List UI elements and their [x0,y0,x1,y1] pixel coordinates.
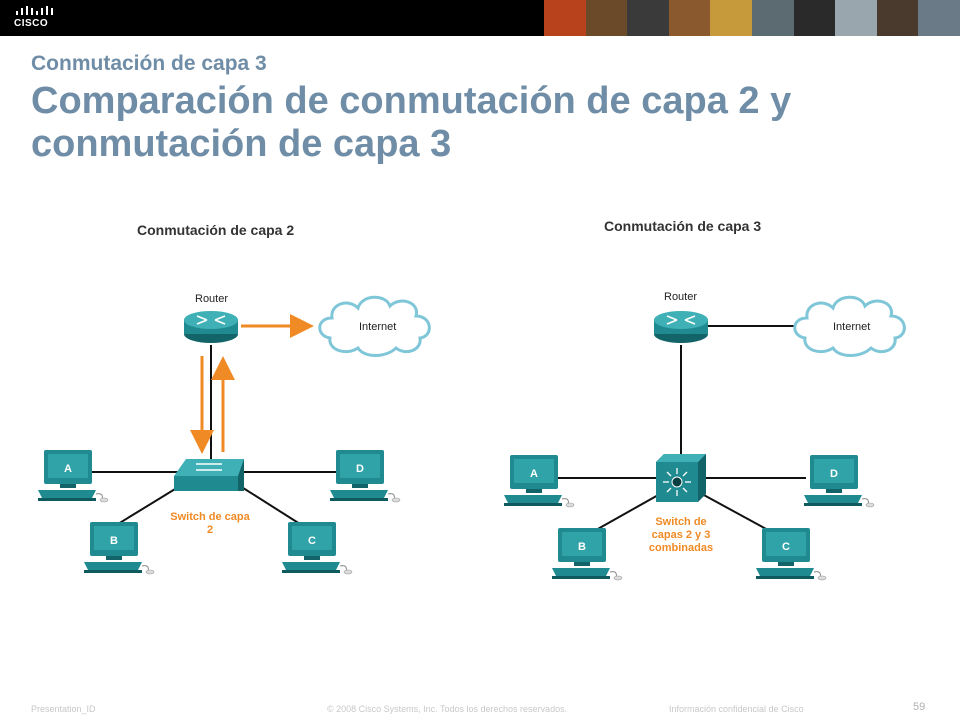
diagram-2-switch-label-line-2: capas 2 y 3 [652,529,711,541]
diagram-1-links [90,345,336,525]
diagram-2-pc-c-icon [755,527,827,581]
diagram-1-pc-d-label: D [356,463,364,475]
diagram-2-pc-b-icon [551,527,623,581]
diagram-1-pc-b-icon [83,521,155,575]
diagram-1-switch-icon [174,459,244,491]
header-photo-strip [544,0,960,36]
diagram-1-pc-a-icon [37,449,109,503]
cisco-logo-icon [16,6,53,15]
diagram-1-traffic-arrows [190,314,314,454]
diagram-2-cloud-label: Internet [833,321,870,333]
slide-subtitle: Conmutación de capa 3 [31,52,267,75]
diagram-2-pc-d-icon [803,454,875,508]
diagram-1-router-icon [183,310,239,344]
diagram-1-pc-c-label: C [308,535,316,547]
diagram-2-router-label: Router [664,291,697,303]
diagram-2-pc-c-label: C [782,541,790,553]
diagram-2-pc-a-icon [503,454,575,508]
diagram-1-router-label: Router [195,293,228,305]
diagram-2-multilayer-switch-icon [656,454,706,502]
diagram-1-heading: Conmutación de capa 2 [137,222,294,238]
logo-wordmark: CISCO [14,18,49,29]
diagram-2-pc-a-label: A [530,468,538,480]
diagram-2-switch-label-line-1: Switch de [655,516,706,528]
diagram-2-heading: Conmutación de capa 3 [604,218,761,234]
diagram-2-links [556,325,806,531]
diagram-2-pc-d-label: D [830,468,838,480]
diagram-1-pc-b-label: B [110,535,118,547]
top-bar: CISCO [0,0,960,36]
diagram-1-pc-d-icon [329,449,401,503]
diagram-2-router-icon [653,310,709,344]
diagram-1-switch-label-line-1: Switch de capa [170,511,250,523]
diagram-1-cloud-label: Internet [359,321,396,333]
footer-presentation-id: Presentation_ID [31,704,96,714]
diagram-2-switch-label-line-3: combinadas [649,542,713,554]
footer-confidential: Información confidencial de Cisco [669,704,804,714]
diagram-1-pc-c-icon [281,521,353,575]
footer-copyright: © 2008 Cisco Systems, Inc. Todos los der… [327,704,568,714]
diagram-1-switch-label-line-2: 2 [207,524,213,536]
page-number: 59 [913,701,926,713]
diagram-2-pc-b-label: B [578,541,586,553]
slide-title: Comparación de conmutación de capa 2 y c… [31,80,792,165]
diagram-1-pc-a-label: A [64,463,72,475]
